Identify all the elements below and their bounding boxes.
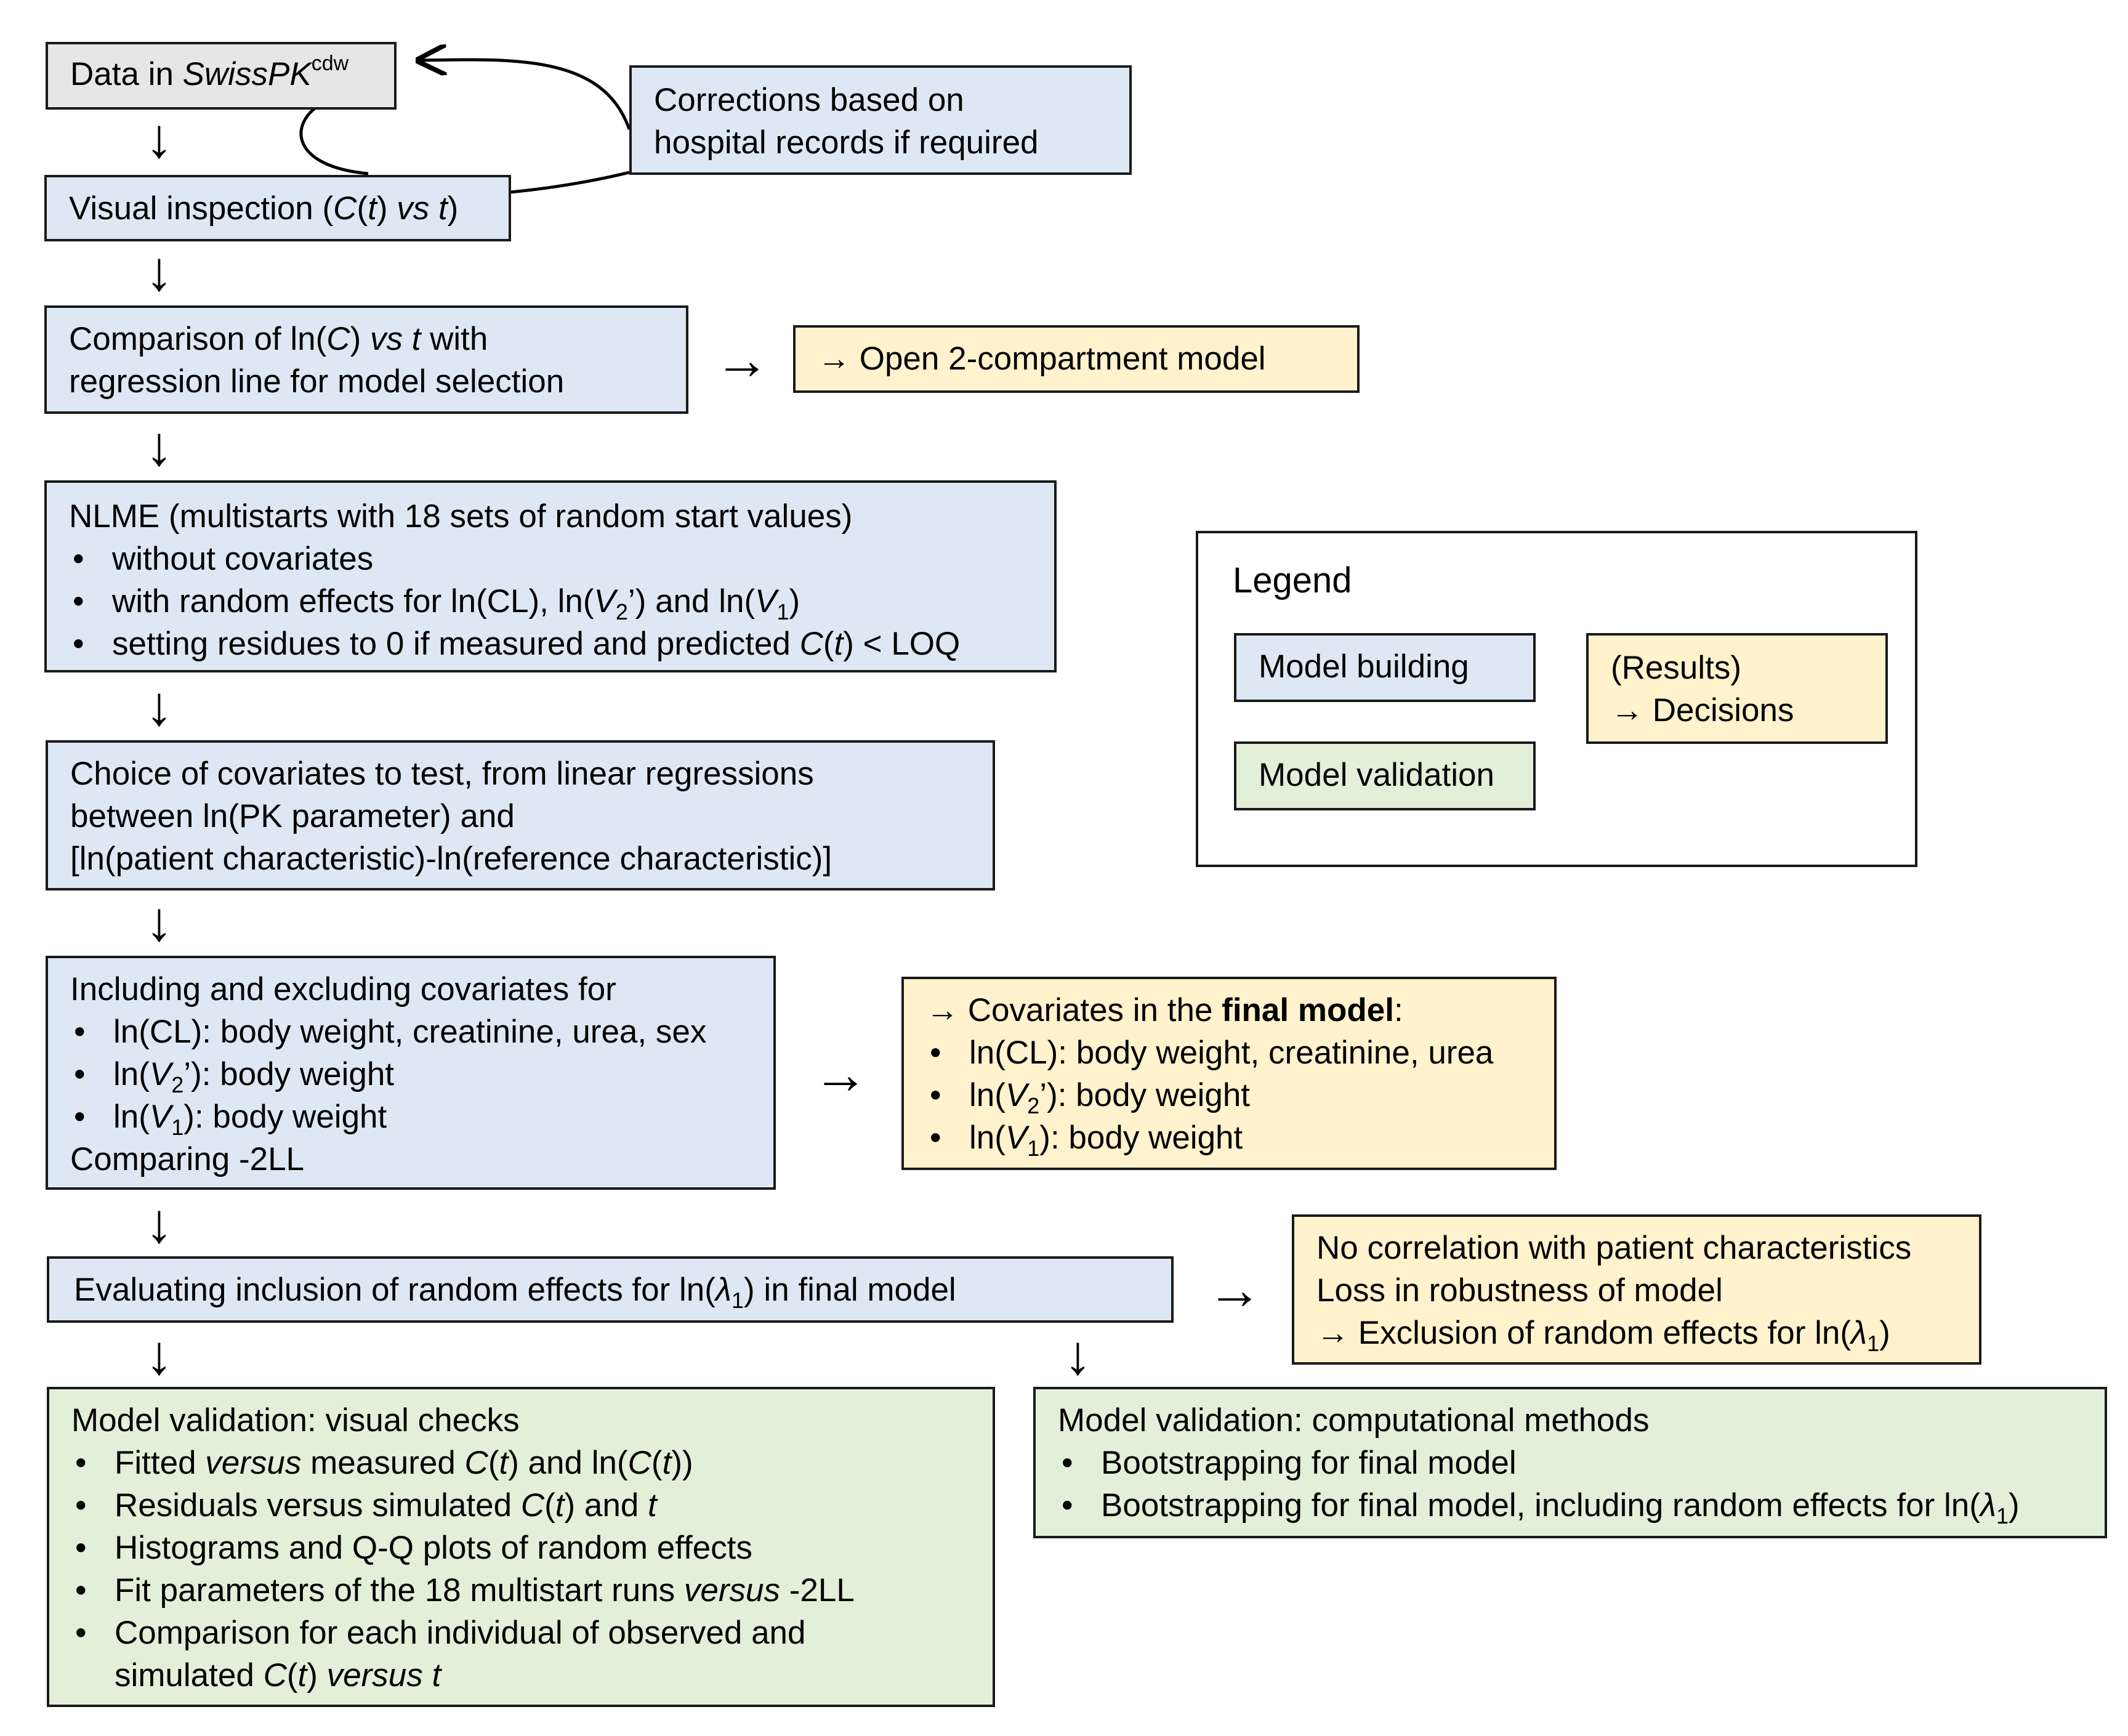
legend-title: Legend [1233, 560, 1352, 600]
data-source-box: Data in SwissPKcdw [46, 42, 397, 110]
random-effects-evaluation-box: Evaluating inclusion of random effects f… [47, 1256, 1174, 1323]
arrow-down-8: ↓ [1064, 1325, 1092, 1386]
arrow-right-3: → [1207, 1259, 1262, 1321]
legend-box: Legend Model building Model validation (… [1196, 531, 1917, 867]
final-covariates-result-box: → Covariates in the final model: ln(CL):… [901, 977, 1557, 1170]
open-model-result-box: → Open 2-compartment model [793, 325, 1360, 393]
arrow-right-2: → [813, 1044, 868, 1105]
nlme-box: NLME (multistarts with 18 sets of random… [44, 480, 1057, 672]
computational-validation-box: Model validation: computational methods … [1033, 1387, 2107, 1538]
arrow-down-6: ↓ [145, 1193, 173, 1254]
covariate-choice-box: Choice of covariates to test, from linea… [46, 740, 995, 890]
legend-results-decisions: (Results) → Decisions [1586, 633, 1888, 744]
visual-to-correction-curve [299, 103, 369, 176]
legend-model-validation: Model validation [1234, 741, 1536, 810]
visual-validation-box: Model validation: visual checks Fitted v… [47, 1387, 995, 1707]
arrow-down-5: ↓ [145, 891, 173, 953]
arrow-down-7: ↓ [145, 1325, 173, 1386]
covariate-selection-box: Including and excluding covariates for l… [46, 956, 776, 1190]
corrections-box: Corrections based on hospital records if… [629, 65, 1132, 175]
comparison-box: Comparison of ln(C) vs t with regression… [44, 305, 688, 414]
random-effects-result-box: No correlation with patient characterist… [1292, 1214, 1981, 1365]
correction-to-data-arrow [419, 60, 631, 130]
arrow-right-1: → [714, 329, 770, 391]
legend-model-building: Model building [1234, 633, 1536, 702]
arrow-down-1: ↓ [145, 108, 173, 169]
arrow-down-3: ↓ [145, 416, 173, 477]
visual-inspection-box: Visual inspection (C(t) vs t) [44, 175, 511, 241]
visual-to-correction-curve-right [510, 171, 630, 194]
arrow-down-4: ↓ [145, 676, 173, 737]
arrow-down-2: ↓ [145, 241, 173, 302]
